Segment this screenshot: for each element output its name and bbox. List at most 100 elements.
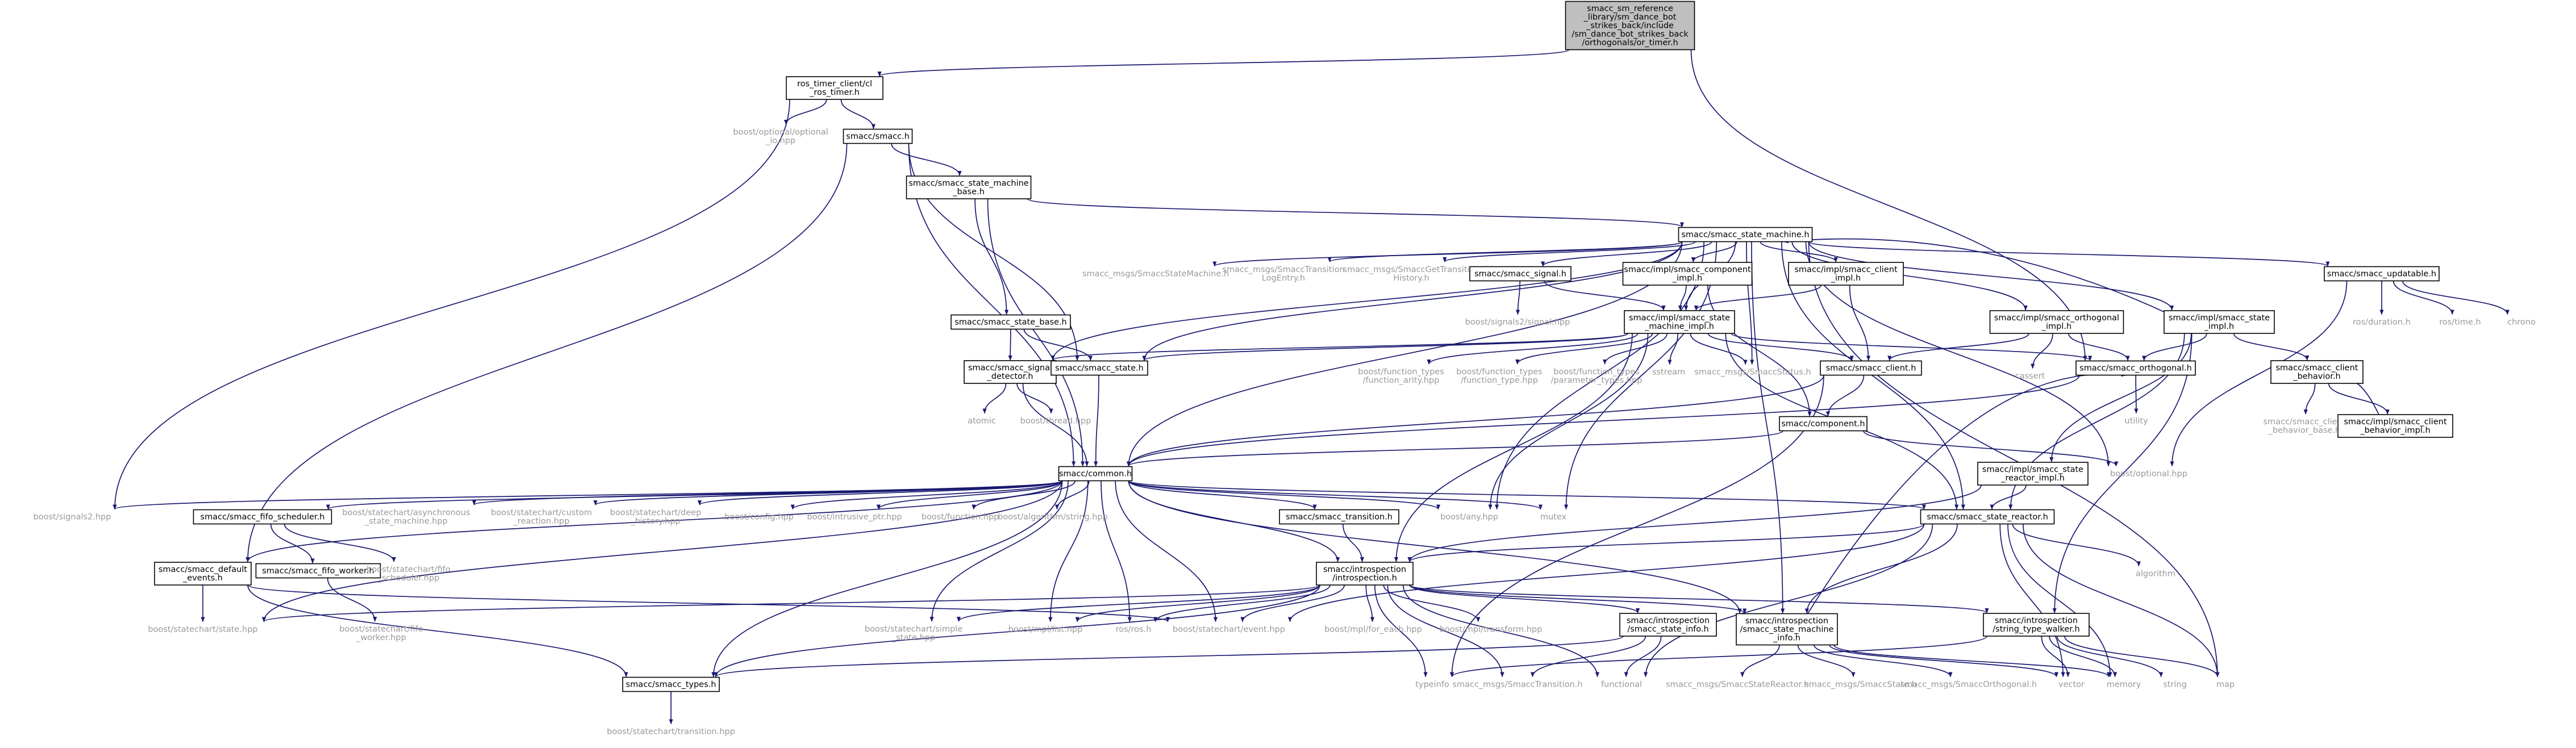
edge-common-to-ros — [1101, 480, 1132, 622]
node-ros-timer[interactable]: ros_timer_client/cl_ros_timer.h — [786, 76, 883, 100]
edge-client-to-typeinfo — [1449, 375, 1824, 678]
node-client-impl[interactable]: smacc/impl/smacc_client_impl.h — [1788, 262, 1904, 286]
node-state-impl[interactable]: smacc/impl/smacc_state_impl.h — [2164, 310, 2275, 334]
node-label-line: _machine_impl.h — [1644, 322, 1714, 331]
node-transition[interactable]: smacc/smacc_transition.h — [1279, 509, 1399, 525]
node-label-line: _info.h — [1773, 634, 1800, 643]
node-intro-sm-info[interactable]: smacc/introspection/smacc_state_machine_… — [1736, 613, 1838, 646]
edge-client-beh-to-client-beh-base — [2303, 383, 2316, 415]
node-mpl-foreach: boost/mpl/for_each.hpp — [1324, 625, 1422, 634]
node-label-line: smacc_msgs/SmaccTransition.h — [1452, 680, 1582, 690]
edge-ros-timer-to-signals2 — [112, 99, 790, 510]
node-label-line: _behavior.h — [2292, 372, 2340, 381]
node-mutex: mutex — [1540, 513, 1567, 522]
node-label-line: _ros_timer.h — [809, 88, 860, 97]
node-label-line: /parameter_types.hpp — [1551, 376, 1643, 385]
edge-common-to-signals2 — [112, 480, 1063, 510]
edge-default-events-to-sc-event — [247, 584, 1170, 622]
edge-root-to-ros-timer — [877, 49, 1570, 77]
edge-component-to-common — [1127, 430, 1783, 467]
node-label-line: boost/function.hpp — [922, 513, 999, 522]
node-default-events[interactable]: smacc/smacc_default_events.h — [154, 562, 252, 586]
node-label-line: boost/statechart/deep — [610, 508, 702, 517]
node-sm-impl[interactable]: smacc/impl/smacc_state_machine_impl.h — [1624, 310, 1735, 334]
node-utility: utility — [2124, 417, 2148, 426]
node-label-line: smacc_msgs/SmaccGetTransition — [1343, 265, 1479, 274]
node-box — [1779, 416, 1868, 432]
node-box — [1736, 613, 1838, 646]
node-signal-det[interactable]: smacc/smacc_signal_detector.h — [964, 360, 1057, 384]
node-smacc-h[interactable]: smacc/smacc.h — [843, 128, 913, 144]
node-label-line: smacc_sm_reference — [1587, 5, 1673, 14]
edge-introspection-to-intro-walker — [1409, 584, 1989, 613]
edge-introspection-to-mpl-list — [1075, 584, 1320, 622]
node-fifo-worker[interactable]: smacc/smacc_fifo_worker.h — [255, 563, 381, 579]
node-client-beh-impl[interactable]: smacc/impl/smacc_client_behavior_impl.h — [2337, 414, 2453, 438]
node-sc-state: boost/statechart/state.hpp — [148, 625, 257, 634]
node-ros: ros/ros.h — [1116, 625, 1152, 634]
node-state-reactor[interactable]: smacc/smacc_state_reactor.h — [1920, 509, 2055, 525]
edge-fifo-sched-to-sc-fifo-sched — [284, 524, 396, 562]
edge-intro-sm-info-to-msgs-orth — [1814, 645, 1953, 678]
node-msgs-sm: smacc_msgs/SmaccStateMachine.h — [1082, 270, 1229, 279]
node-chrono: chrono — [2507, 318, 2536, 327]
node-client-beh[interactable]: smacc/smacc_client_behavior.h — [2270, 360, 2364, 384]
node-client[interactable]: smacc/smacc_client.h — [1820, 360, 1922, 376]
node-label-line: boost/mpl/for_each.hpp — [1324, 625, 1422, 634]
edge-smacc-h-to-common — [908, 143, 1076, 467]
edge-state-reactor-to-map — [2023, 524, 2220, 678]
node-label-line: /sm_dance_bot_strikes_back — [1572, 30, 1689, 39]
node-updatable[interactable]: smacc/smacc_updatable.h — [2324, 266, 2440, 282]
edge-state-machine-to-state-impl — [1808, 241, 2174, 311]
node-label-line: boost/intrusive_ptr.hpp — [807, 513, 902, 522]
node-label-line: smacc/smacc_state.h — [1055, 364, 1144, 373]
node-config: boost/config.hpp — [724, 513, 794, 522]
node-fifo-sched[interactable]: smacc/smacc_fifo_scheduler.h — [193, 509, 332, 525]
node-common[interactable]: smacc/common.h — [1058, 466, 1133, 482]
node-types[interactable]: smacc/smacc_types.h — [622, 676, 720, 692]
node-box — [1051, 360, 1148, 376]
node-signals2: boost/signals2.hpp — [34, 513, 111, 522]
node-label-line: boost/statechart/state.hpp — [148, 625, 257, 634]
edge-client-to-component — [1825, 375, 1865, 417]
node-component[interactable]: smacc/component.h — [1779, 416, 1868, 432]
node-boost-optional-io: boost/optional/optional_io.hpp — [733, 128, 828, 145]
edge-state-machine-to-orth-impl — [1791, 241, 2028, 311]
node-orthogonal[interactable]: smacc/smacc_orthogonal.h — [2075, 360, 2196, 376]
node-box — [1058, 466, 1133, 482]
node-signal[interactable]: smacc/smacc_signal.h — [1469, 266, 1572, 282]
node-state-reactor-impl[interactable]: smacc/impl/smacc_state_reactor_impl.h — [1977, 462, 2089, 486]
node-ros-duration: ros/duration.h — [2353, 318, 2411, 327]
edge-state-machine-to-map — [1808, 241, 2220, 678]
node-label-line: smacc/smacc_state_base.h — [954, 318, 1067, 327]
node-sm-base[interactable]: smacc/smacc_state_machine_base.h — [906, 175, 1032, 199]
node-label-line: boost/optional/optional — [733, 128, 828, 137]
node-box — [906, 175, 1032, 199]
node-label-line: smacc/impl/smacc_state — [1982, 465, 2083, 474]
edge-state-machine-to-signal-det — [1051, 241, 1683, 361]
node-comp-impl[interactable]: smacc/impl/smacc_component_impl.h — [1622, 262, 1753, 286]
node-introspection[interactable]: smacc/introspection/introspection.h — [1316, 562, 1414, 586]
edge-common-to-sc-event — [1115, 480, 1218, 622]
node-root[interactable]: smacc_sm_reference_library/sm_dance_bot_… — [1565, 1, 1695, 51]
edge-sm-impl-to-signal-det — [1051, 333, 1628, 361]
node-label-line: _impl.h — [2204, 322, 2234, 331]
node-label-line: atomic — [968, 417, 996, 426]
node-sc-transition: boost/statechart/transition.hpp — [607, 728, 735, 737]
node-sc-fifo-worker: boost/statechart/fifo_worker.hpp — [339, 625, 423, 642]
node-box — [951, 314, 1071, 330]
node-state-machine[interactable]: smacc/smacc_state_machine.h — [1678, 227, 1813, 243]
node-state-base[interactable]: smacc/smacc_state_base.h — [951, 314, 1071, 330]
node-intro-walker[interactable]: smacc/introspection/string_type_walker.h — [1983, 613, 2090, 637]
node-vector: vector — [2058, 680, 2085, 690]
edge-intro-sm-info-to-msgs-reactor — [1740, 645, 1780, 678]
node-ros-time: ros/time.h — [2439, 318, 2481, 327]
node-orth-impl[interactable]: smacc/impl/smacc_orthogonal_impl.h — [1989, 310, 2124, 334]
node-smacc-state[interactable]: smacc/smacc_state.h — [1051, 360, 1148, 376]
node-label-line: typeinfo — [1415, 680, 1449, 690]
edge-state-reactor-to-introspection — [1407, 523, 1925, 562]
node-label-line: smacc_msgs/SmaccOrthogonal.h — [1900, 680, 2037, 690]
node-intro-state-info[interactable]: smacc/introspection/smacc_state_info.h — [1619, 613, 1717, 637]
node-label-line: smacc/smacc_client — [2264, 417, 2346, 427]
